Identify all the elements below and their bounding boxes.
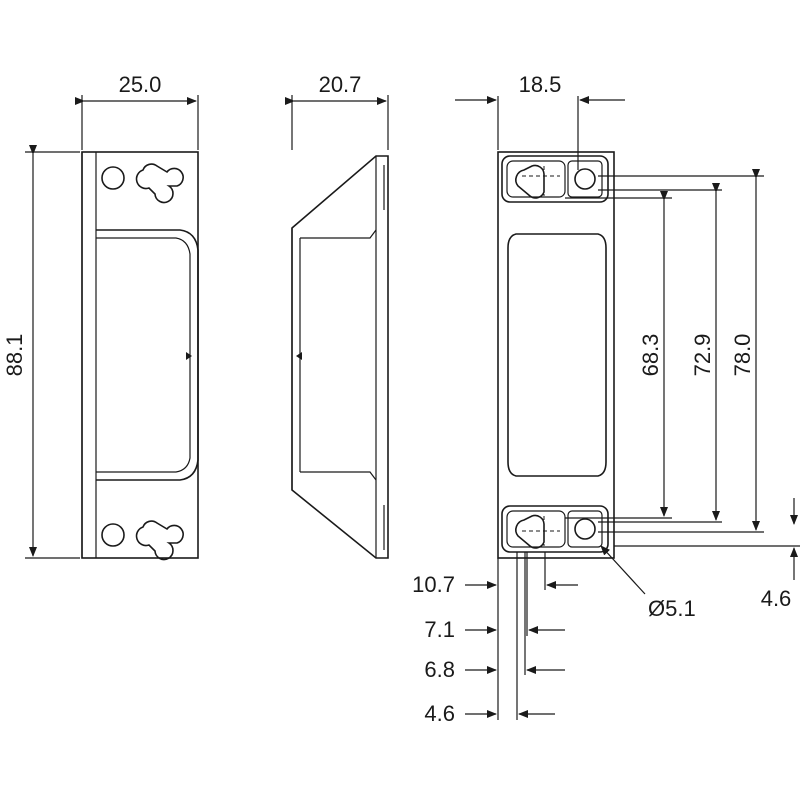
dimension-bottom-offsets: 10.7 7.1 6.8 4.6 <box>412 552 578 726</box>
mount-hole-icon <box>574 168 596 190</box>
dim-label-bottom-1: 10.7 <box>412 572 455 597</box>
dimension-hole-offset: 18.5 <box>455 72 625 170</box>
side-view <box>291 155 389 559</box>
slot-hole-icon <box>515 164 545 199</box>
dim-label-right-offset: 4.6 <box>761 586 792 611</box>
dim-label-bottom-3: 6.8 <box>424 657 455 682</box>
rear-view <box>497 151 615 559</box>
dim-label-spacing-3: 78.0 <box>730 334 755 377</box>
dimension-depth: 20.7 <box>285 72 389 150</box>
slot-hole-icon <box>135 163 184 204</box>
dim-label-bottom-4: 4.6 <box>424 701 455 726</box>
dimension-spacings: 68.3 72.9 78.0 <box>565 169 764 533</box>
dim-label-hole-offset: 18.5 <box>519 72 562 97</box>
slot-hole-icon <box>135 520 184 561</box>
dim-label-width: 25.0 <box>119 72 162 97</box>
mount-hole-icon <box>101 523 125 547</box>
dim-label-depth: 20.7 <box>319 72 362 97</box>
slot-hole-icon <box>515 514 545 549</box>
dimension-width: 25.0 <box>75 72 199 150</box>
dimension-right-offset: 4.6 <box>614 498 800 611</box>
dim-label-spacing-2: 72.9 <box>690 334 715 377</box>
dimension-hole-diameter: Ø5.1 <box>600 545 696 621</box>
dim-label-bottom-2: 7.1 <box>424 617 455 642</box>
dim-label-height: 88.1 <box>2 334 27 377</box>
mount-hole-icon <box>101 166 125 190</box>
front-view <box>81 151 199 561</box>
mount-hole-icon <box>574 518 596 540</box>
dimension-height: 88.1 <box>2 145 80 559</box>
dim-label-hole-diameter: Ø5.1 <box>648 596 696 621</box>
dim-label-spacing-1: 68.3 <box>638 334 663 377</box>
